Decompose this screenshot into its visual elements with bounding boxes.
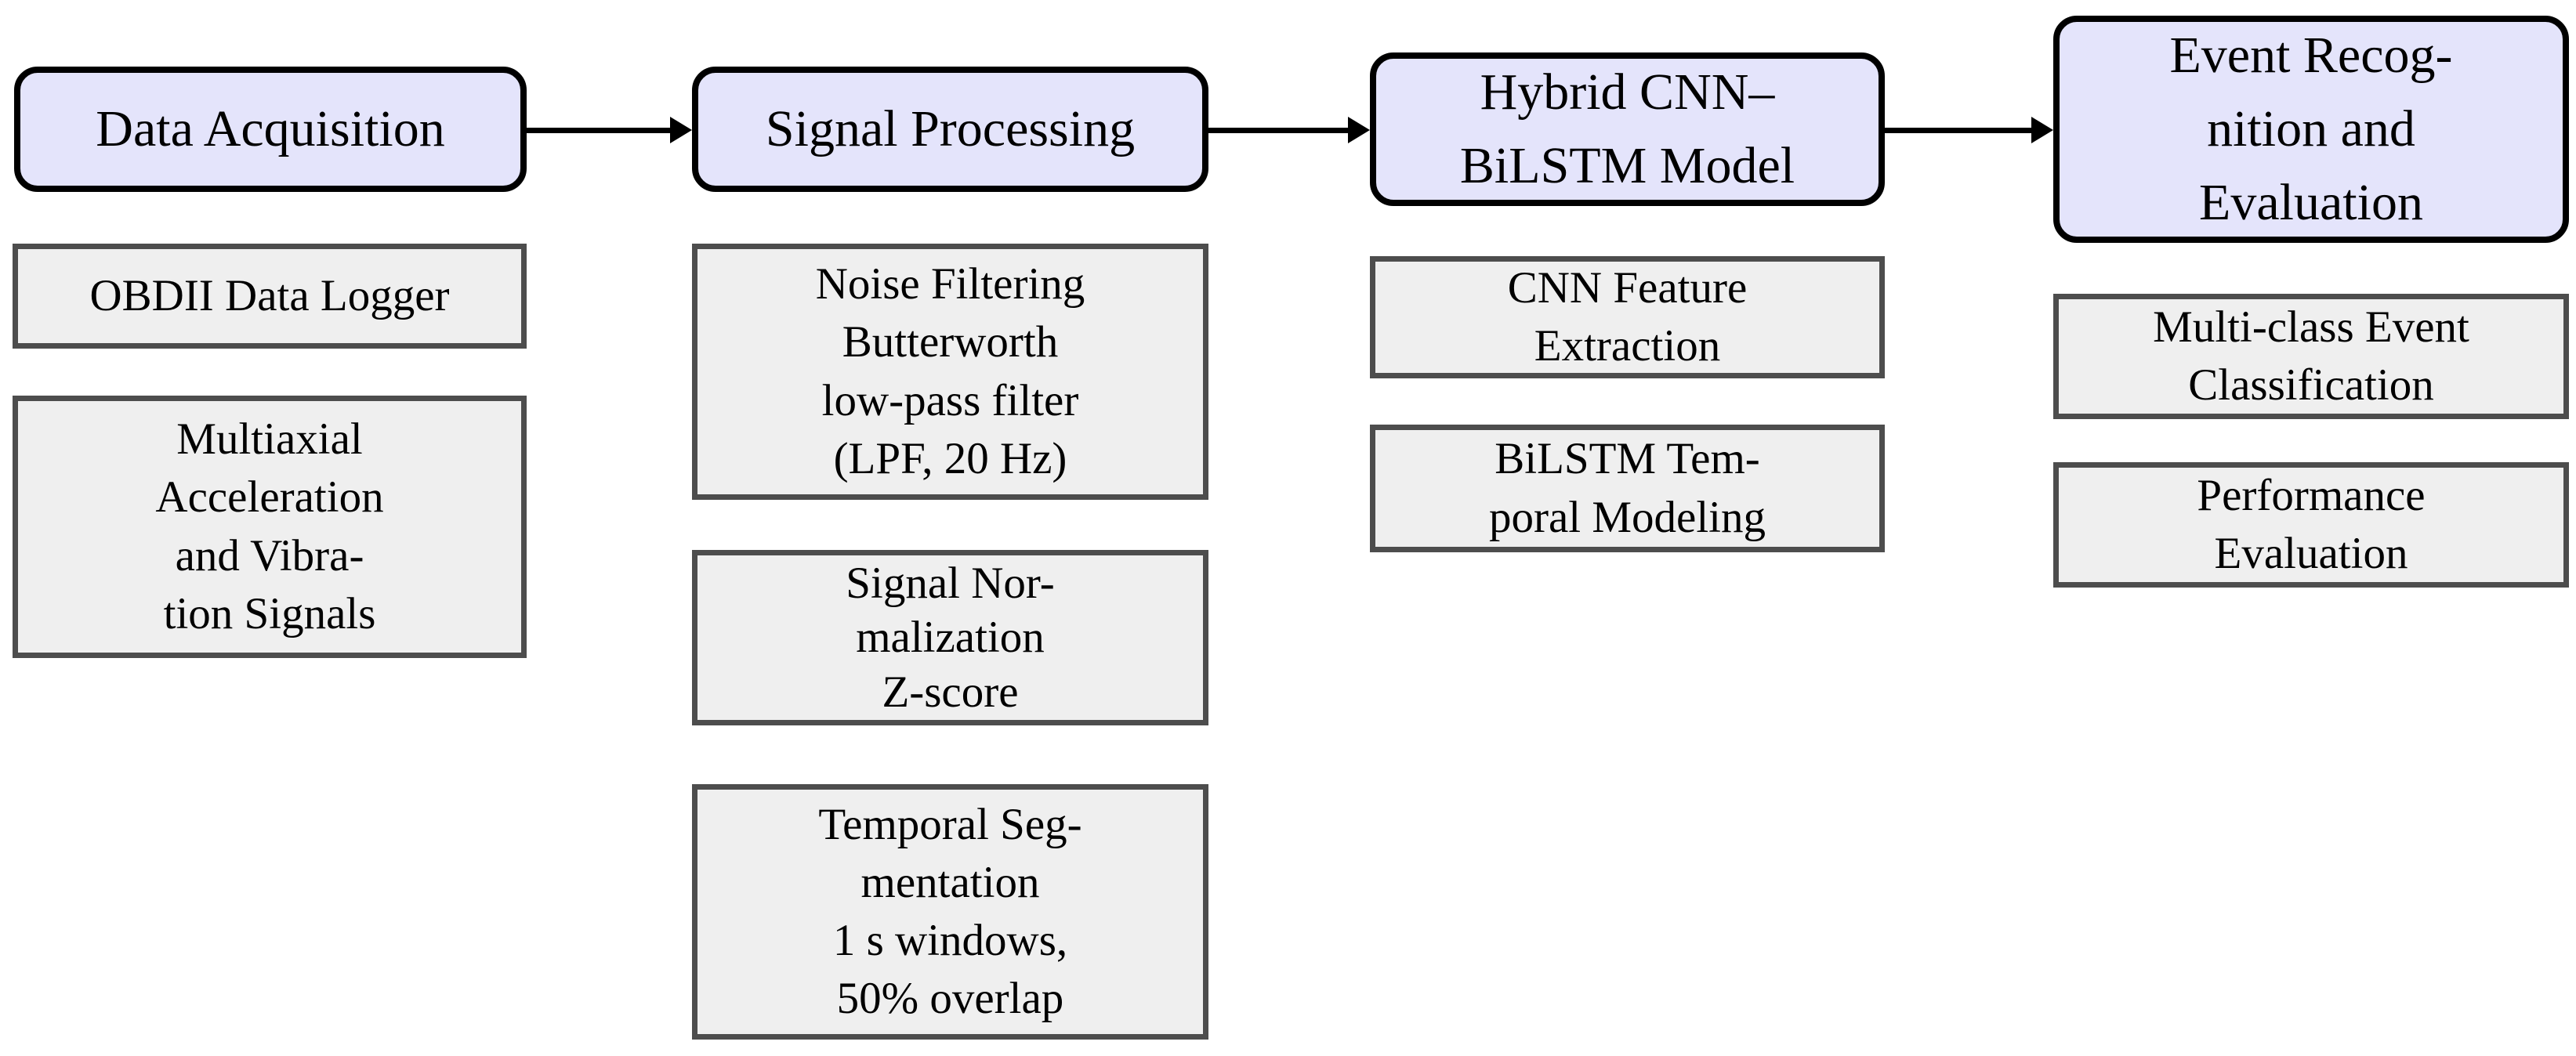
step-box-noise-filtering: Noise Filtering Butterworth low-pass fil…	[692, 244, 1208, 500]
step-box-obdii-data-logger: OBDII Data Logger	[13, 244, 527, 349]
step-box-multiaxial-signals: Multiaxial Acceleration and Vibra- tion …	[13, 396, 527, 658]
stage-box-signal-processing: Signal Processing	[692, 67, 1208, 192]
arrowhead-icon	[1348, 117, 1370, 143]
step-box-signal-normalization: Signal Nor- malization Z-score	[692, 550, 1208, 725]
stage-box-data-acquisition: Data Acquisition	[14, 67, 527, 192]
stage-box-event-recognition-evaluation: Event Recog- nition and Evaluation	[2053, 16, 2569, 243]
arrow-shaft	[1208, 128, 1353, 133]
arrow-shaft	[1885, 128, 2036, 133]
arrowhead-icon	[670, 117, 692, 143]
arrow-shaft	[527, 128, 675, 133]
arrow-data-acquisition-to-signal-processing	[527, 117, 692, 143]
step-box-performance-evaluation: Performance Evaluation	[2053, 462, 2569, 588]
step-box-multiclass-event-classification: Multi-class Event Classification	[2053, 294, 2569, 419]
step-box-cnn-feature-extraction: CNN Feature Extraction	[1370, 256, 1885, 378]
arrowhead-icon	[2031, 117, 2053, 143]
stage-box-hybrid-cnn-bilstm: Hybrid CNN– BiLSTM Model	[1370, 52, 1885, 206]
arrow-hybrid-model-to-event-recognition	[1885, 117, 2053, 143]
step-box-bilstm-temporal-modeling: BiLSTM Tem- poral Modeling	[1370, 425, 1885, 552]
step-box-temporal-segmentation: Temporal Seg- mentation 1 s windows, 50%…	[692, 784, 1208, 1040]
arrow-signal-processing-to-hybrid-model	[1208, 117, 1370, 143]
